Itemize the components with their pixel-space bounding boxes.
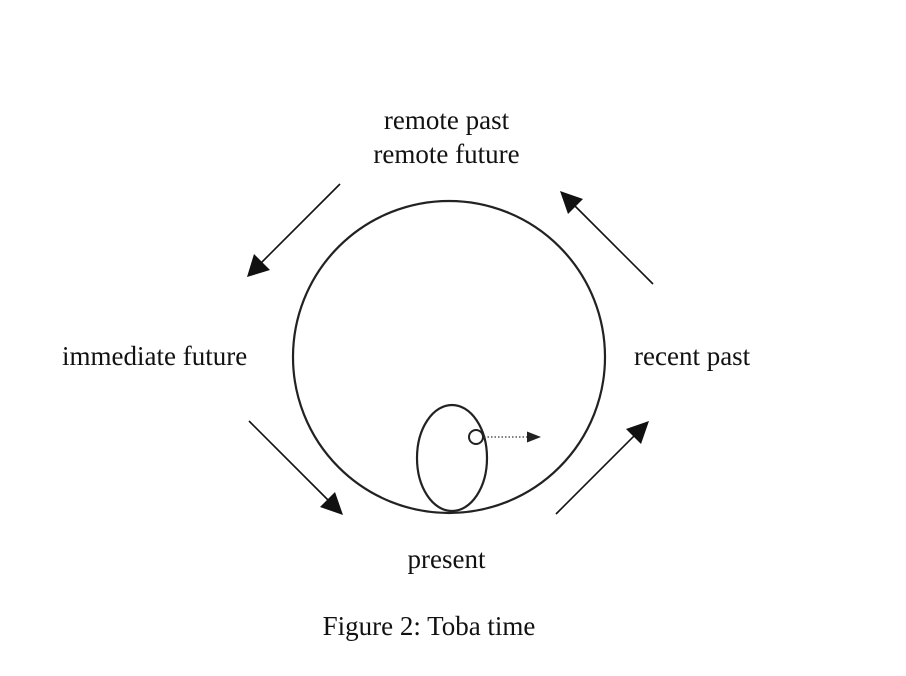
arrow-recent-to-remote (571, 202, 654, 285)
arrowhead-recent-to-remote (560, 191, 583, 214)
arrow-present-to-recent (555, 432, 638, 515)
label-recent-past: recent past (634, 341, 751, 371)
arrow-immediate-to-present (248, 420, 331, 503)
gaze-arrowhead (527, 431, 541, 443)
label-remote-past: remote past (383, 105, 510, 135)
time-cycle-circle (291, 199, 607, 515)
arrowhead-remote-to-immediate (247, 254, 270, 277)
figure-caption: Figure 2: Toba time (322, 611, 536, 641)
label-present: present (407, 544, 486, 574)
arrowhead-immediate-to-present (320, 492, 343, 515)
observer-ellipse (415, 403, 489, 513)
arrow-remote-to-immediate (257, 183, 341, 267)
arrowhead-present-to-recent (626, 421, 649, 444)
observer-eye-circle (468, 429, 484, 445)
label-immediate-future: immediate future (62, 341, 248, 371)
label-remote-future: remote future (373, 139, 520, 169)
